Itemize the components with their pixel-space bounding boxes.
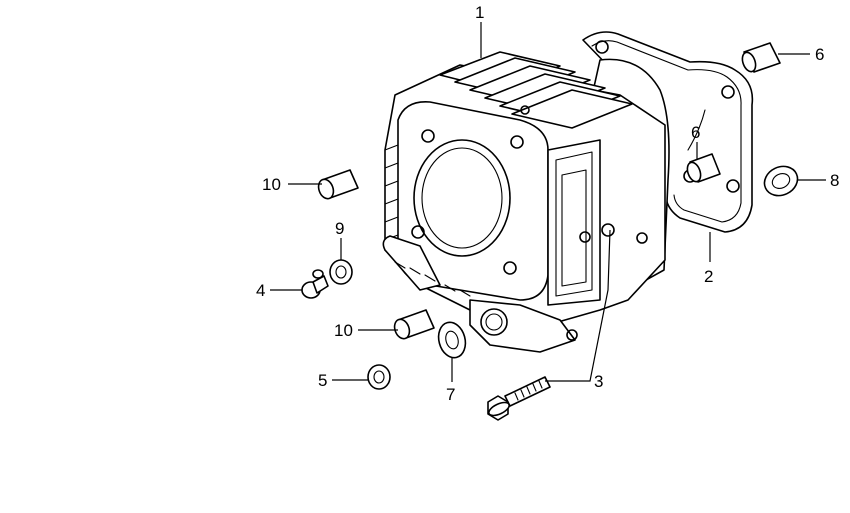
cylinder-block-icon <box>382 51 670 353</box>
callout-1: 1 <box>475 3 484 22</box>
callout-labels: 1 6 6 8 2 10 9 4 10 7 5 3 <box>256 3 839 404</box>
washer-icon <box>329 259 353 285</box>
dowel-pin-icon <box>317 169 359 200</box>
callout-6-upper: 6 <box>815 45 824 64</box>
callout-3: 3 <box>594 372 603 391</box>
callout-7: 7 <box>446 385 455 404</box>
callout-6-lower: 6 <box>691 123 700 142</box>
callout-9: 9 <box>335 219 344 238</box>
flange-bolt-icon <box>487 376 551 421</box>
leader-lines <box>270 22 826 382</box>
washer-icon <box>367 364 391 390</box>
callout-10-lower: 10 <box>334 321 353 340</box>
dowel-pin-icon <box>686 153 721 183</box>
washer-icon <box>437 321 467 359</box>
bolt-icon <box>301 269 329 299</box>
callout-10-upper: 10 <box>262 175 281 194</box>
washer-icon <box>763 165 799 197</box>
callout-4: 4 <box>256 281 265 300</box>
dowel-pin-icon <box>741 42 781 73</box>
callout-5: 5 <box>318 371 327 390</box>
callout-2: 2 <box>704 267 713 286</box>
callout-8: 8 <box>830 171 839 190</box>
dowel-pin-icon <box>393 309 435 340</box>
